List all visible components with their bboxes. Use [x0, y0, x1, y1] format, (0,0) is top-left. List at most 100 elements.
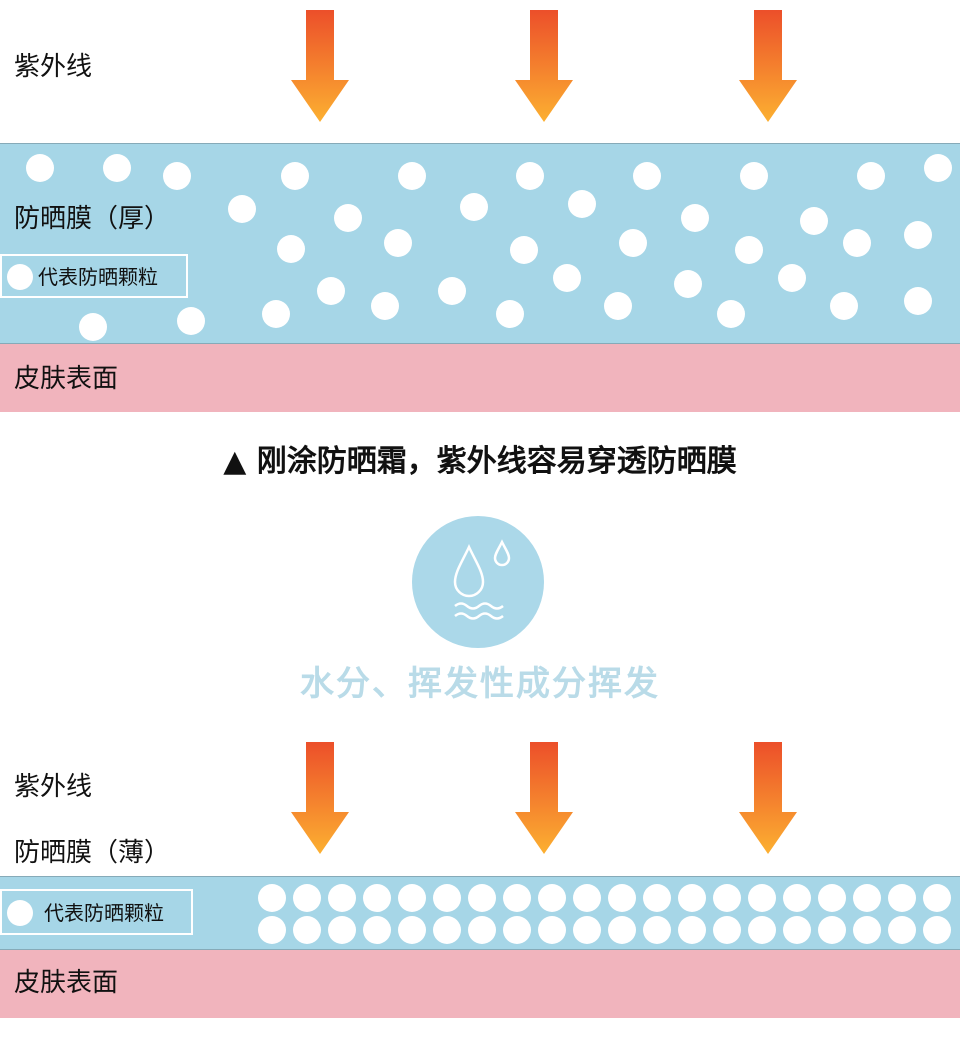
- sunscreen-particle: [328, 916, 356, 944]
- sunscreen-particle: [26, 154, 54, 182]
- sunscreen-particle: [713, 884, 741, 912]
- uv-arrow-icon: [515, 10, 573, 122]
- sunscreen-particle: [438, 277, 466, 305]
- sunscreen-particle: [384, 229, 412, 257]
- sunscreen-particle: [573, 884, 601, 912]
- legend-label: 代表防晒颗粒: [44, 901, 164, 925]
- uv-label-top: 紫外线: [14, 52, 93, 82]
- sunscreen-particle: [800, 207, 828, 235]
- sunscreen-particle: [228, 195, 256, 223]
- sunscreen-particle: [258, 916, 286, 944]
- sunscreen-particle: [633, 162, 661, 190]
- sunscreen-particle: [398, 162, 426, 190]
- sunscreen-particle: [674, 270, 702, 298]
- sunscreen-particle: [888, 884, 916, 912]
- uv-arrows-top: [291, 10, 797, 122]
- sunscreen-particle: [398, 884, 426, 912]
- sunscreen-particle: [740, 162, 768, 190]
- uv-label-bottom: 紫外线: [14, 772, 93, 802]
- sunscreen-particle: [553, 264, 581, 292]
- sunscreen-particle: [468, 884, 496, 912]
- sunscreen-particle: [818, 884, 846, 912]
- sunscreen-particle: [924, 154, 952, 182]
- sunscreen-particle: [79, 313, 107, 341]
- sunscreen-particle: [433, 884, 461, 912]
- evaporation-label: 水分、挥发性成分挥发: [300, 664, 660, 704]
- skin-label-top: 皮肤表面: [14, 364, 119, 394]
- sunscreen-particle: [678, 916, 706, 944]
- sunscreen-particle: [277, 235, 305, 263]
- uv-arrow-icon: [739, 742, 797, 854]
- sunscreen-particle: [608, 916, 636, 944]
- sunscreen-particle: [177, 307, 205, 335]
- legend-box-top: 代表防晒颗粒: [0, 254, 188, 298]
- sunscreen-particle: [830, 292, 858, 320]
- sunscreen-particle: [857, 162, 885, 190]
- sunscreen-particle: [904, 287, 932, 315]
- sunscreen-particle: [363, 916, 391, 944]
- sunscreen-particle: [363, 884, 391, 912]
- sunscreen-particle: [678, 884, 706, 912]
- sunscreen-particle: [853, 916, 881, 944]
- sunscreen-particle: [460, 193, 488, 221]
- sunscreen-particle: [317, 277, 345, 305]
- sunscreen-particle: [818, 916, 846, 944]
- sunscreen-particle: [843, 229, 871, 257]
- sunscreen-film-thick: [0, 143, 960, 344]
- water-drop-icon: [453, 544, 485, 598]
- sunscreen-particle: [643, 884, 671, 912]
- sunscreen-particle: [713, 916, 741, 944]
- sunscreen-particle: [468, 916, 496, 944]
- sunscreen-particle: [516, 162, 544, 190]
- sunscreen-particle: [717, 300, 745, 328]
- sunscreen-particle: [398, 916, 426, 944]
- wave-icon: [454, 602, 504, 610]
- legend-label: 代表防晒颗粒: [38, 265, 158, 289]
- water-drop-evaporation-icon: [412, 516, 544, 648]
- sunscreen-film-thin: [0, 876, 960, 950]
- sunscreen-particle: [433, 916, 461, 944]
- sunscreen-particle: [503, 884, 531, 912]
- sunscreen-particle: [681, 204, 709, 232]
- legend-box-bottom: 代表防晒颗粒: [0, 889, 193, 935]
- sunscreen-particle: [538, 884, 566, 912]
- sunscreen-particle: [328, 884, 356, 912]
- sunscreen-particle: [334, 204, 362, 232]
- sunscreen-particle: [496, 300, 524, 328]
- film-label-thick: 防晒膜（厚）: [14, 204, 171, 234]
- sunscreen-particle: [103, 154, 131, 182]
- legend-particle-icon: [7, 264, 33, 290]
- sunscreen-particle: [568, 190, 596, 218]
- small-drop-icon: [493, 539, 511, 567]
- sunscreen-particle: [783, 916, 811, 944]
- sunscreen-particle: [748, 884, 776, 912]
- sunscreen-particle: [923, 884, 951, 912]
- wave-icon: [454, 612, 504, 620]
- sunscreen-particle: [619, 229, 647, 257]
- sunscreen-particle: [608, 884, 636, 912]
- sunscreen-particle: [778, 264, 806, 292]
- uv-arrow-icon: [739, 10, 797, 122]
- sunscreen-particle: [904, 221, 932, 249]
- sunscreen-particle: [573, 916, 601, 944]
- sunscreen-particle: [293, 916, 321, 944]
- sunscreen-particle: [538, 916, 566, 944]
- uv-arrow-icon: [515, 742, 573, 854]
- uv-arrow-icon: [291, 742, 349, 854]
- skin-surface-bottom: [0, 950, 960, 1018]
- sunscreen-particle: [293, 884, 321, 912]
- sunscreen-particle: [371, 292, 399, 320]
- sunscreen-particle: [258, 884, 286, 912]
- legend-particle-icon: [7, 900, 33, 926]
- sunscreen-particle: [853, 884, 881, 912]
- sunscreen-particle: [281, 162, 309, 190]
- sunscreen-particle: [163, 162, 191, 190]
- sunscreen-particle: [503, 916, 531, 944]
- sunscreen-particle: [735, 236, 763, 264]
- sunscreen-particle: [923, 916, 951, 944]
- sunscreen-particle: [510, 236, 538, 264]
- sunscreen-particle: [604, 292, 632, 320]
- skin-surface-top: [0, 344, 960, 412]
- sunscreen-particle: [262, 300, 290, 328]
- sunscreen-particle: [643, 916, 671, 944]
